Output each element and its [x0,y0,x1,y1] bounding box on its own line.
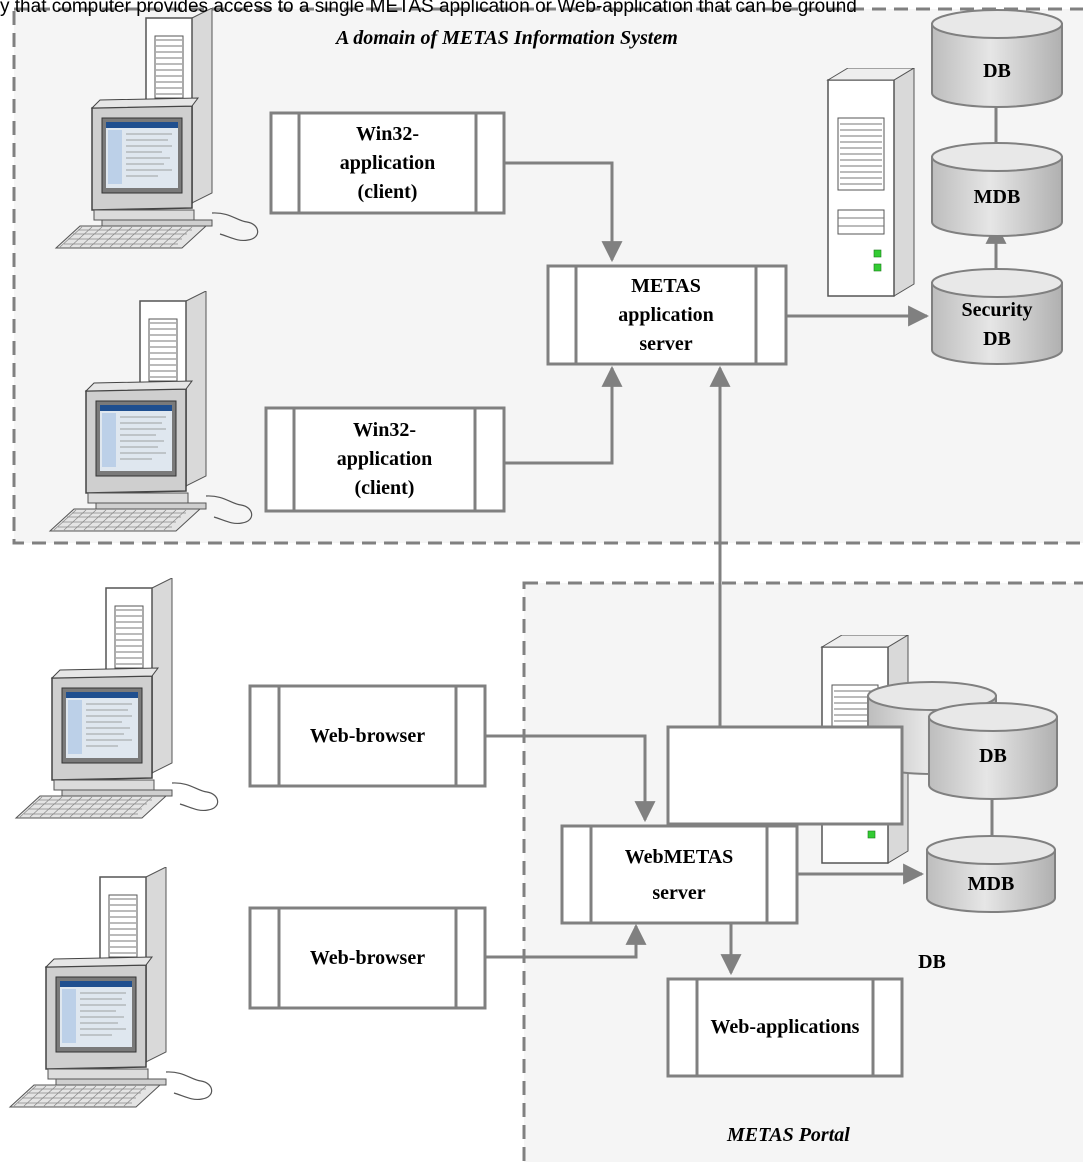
db-top-cylinder [931,9,1063,108]
webmetas-server-line-2: server [652,881,706,904]
web-applications-text: Web-applications [710,1016,860,1038]
process-box-web-applications [666,725,904,826]
db-webapps-label: DB [902,942,962,982]
process-box-win32-client-1 [269,111,506,215]
connector-win32-2-to-appserver [504,365,623,465]
webmetas-server-line-1: WebMETAS [624,845,734,868]
server-tower-1-icon [827,68,915,297]
app-server-line-1: METAS [631,274,701,297]
process-box-app-server [546,264,788,366]
win32-client-1-line-3: (client) [357,180,418,203]
mdb-portal-cylinder [926,835,1056,913]
security-db-cylinder [931,268,1063,365]
process-box-webmetas-server [560,824,799,925]
win32-client-1-label: Win32- application (client) [299,113,476,213]
web-browser-1-label: Web-browser [279,686,456,786]
mdb-top-cylinder [931,142,1063,237]
app-server-line-3: server [639,332,693,355]
win32-client-2-line-3: (client) [354,477,415,499]
connector-browser-1-to-webmetas [485,734,656,823]
domain-portal-title: METAS Portal [727,1124,850,1146]
db-webapps-text: DB [918,950,946,973]
web-applications-label: Web-applications [697,979,873,1076]
process-box-win32-client-2 [264,406,506,513]
web-browser-2-text: Web-browser [309,946,426,969]
win32-client-2-line-1: Win32- [353,419,416,441]
connector-win32-1-to-appserver [504,161,623,263]
db-portal-cylinder [928,702,1058,800]
security-db-line-2: DB [983,328,1011,350]
mdb-top-text: MDB [973,185,1021,208]
process-box-web-browser-2 [248,906,487,1010]
db-portal-text: DB [979,744,1007,767]
win32-client-2-line-2: application [336,448,433,470]
win32-client-1-line-1: Win32- [356,122,419,145]
security-db-line-1: Security [961,299,1033,321]
domain-information-system-title: A domain of METAS Information System [336,27,678,49]
process-box-web-apps [666,977,904,1078]
security-db-label: Security DB [932,296,1062,354]
connector-browser-2-to-webmetas [485,923,647,959]
pc-browser-2-icon [9,867,213,1108]
db-top-text: DB [983,59,1011,82]
pc-browser-1-icon [15,578,219,819]
app-server-line-2: application [618,303,714,326]
mdb-top-label: MDB [932,172,1062,222]
web-browser-1-text: Web-browser [309,724,426,747]
db-portal-label: DB [929,733,1057,779]
app-server-label: METAS application server [576,266,756,364]
mdb-portal-text: MDB [967,872,1015,895]
win32-client-2-label: Win32- application (client) [294,408,475,511]
webmetas-server-label: WebMETAS server [591,826,767,923]
process-box-web-browser-1 [248,684,487,788]
top-caption: y that computer provides access to a sin… [0,0,857,17]
web-browser-2-label: Web-browser [279,908,456,1008]
win32-client-1-line-2: application [339,151,436,174]
db-top-label: DB [932,46,1062,96]
mdb-portal-label: MDB [927,862,1055,906]
